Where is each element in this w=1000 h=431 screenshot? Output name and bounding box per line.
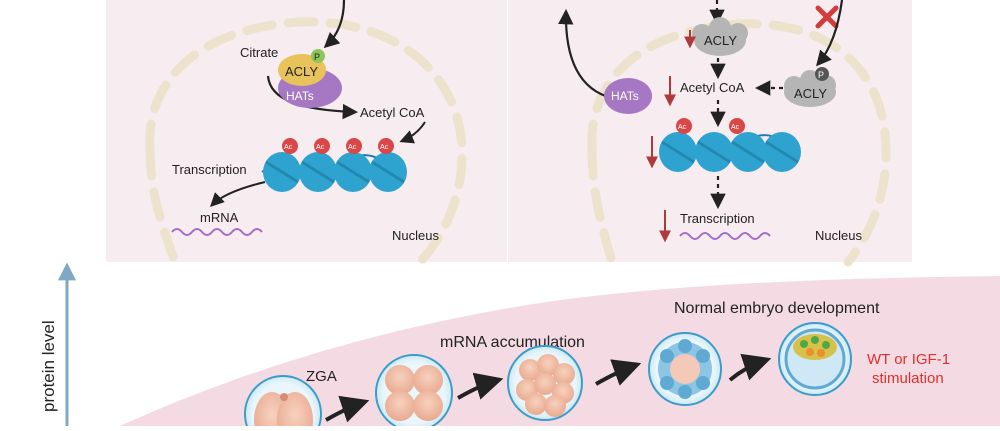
acly-label: ACLY (704, 33, 737, 48)
hats-label: HATs (286, 89, 314, 103)
import-arrow (323, 0, 346, 49)
chromatin: Ac Ac (659, 118, 801, 172)
y-axis-label: protein level (39, 320, 58, 412)
acetyl-mark-label: Ac (284, 144, 293, 151)
nucleus-membrane-lower (587, 145, 617, 267)
acetyl-coa-label: Acetyl CoA (360, 105, 425, 120)
nucleus-label: Nucleus (392, 228, 439, 243)
acetyl-mark (282, 138, 298, 154)
acetyl-mark (676, 118, 692, 134)
timeline: protein level ZGA mRNA accumulation Norm… (39, 262, 1000, 431)
normal-development-label: Normal embryo development (674, 300, 880, 317)
phospho-label: P (314, 52, 320, 62)
embryo-blastocyst (778, 322, 852, 396)
hats-label: HATs (611, 89, 639, 103)
stimulation-label-line2: stimulation (872, 370, 944, 387)
acetyl-mark-label: Ac (316, 144, 325, 151)
stage-arrow (325, 395, 370, 423)
citrate-label: Citrate (240, 45, 278, 60)
acetyl-mark (729, 118, 745, 134)
nucleus-membrane-lower (145, 145, 180, 267)
transcription-label: Transcription (680, 211, 755, 226)
acetyl-mark-label: Ac (731, 124, 740, 131)
right-panel: HATs ACLY Acetyl CoA ACLY P (508, 0, 912, 267)
blocked-x (815, 5, 839, 29)
acetyl-coa-label: Acetyl CoA (680, 80, 745, 95)
mrna-wave (679, 232, 771, 240)
left-panel-bg (106, 0, 507, 262)
acetyl-mark (314, 138, 330, 154)
left-panel: Citrate HATs ACLY P Acetyl CoA Ac Ac Ac … (106, 0, 507, 267)
acetyl-mark-label: Ac (348, 144, 357, 151)
embryo-2-cell (244, 375, 322, 431)
hats-export-arrow (558, 8, 613, 100)
zga-label: ZGA (306, 368, 337, 385)
acly-p-label: ACLY (794, 86, 827, 101)
acetyl-mark (378, 138, 394, 154)
phospho-tag (311, 49, 325, 63)
mrna-accumulation-label: mRNA accumulation (440, 334, 585, 351)
chromatin: Ac Ac Ac Ac (261, 138, 407, 192)
acly-p-import-arrow (815, 0, 844, 67)
nucleus-label: Nucleus (815, 228, 862, 243)
mrna-label: mRNA (200, 210, 239, 225)
acetylation-arrow (399, 121, 426, 144)
phospho-tag (815, 67, 829, 81)
transcription-label: Transcription (172, 162, 247, 177)
acly-cloud (692, 17, 748, 56)
acetyl-mark-label: Ac (678, 124, 687, 131)
acetyl-mark (346, 138, 362, 154)
acly-label: ACLY (285, 64, 318, 79)
nucleus-membrane (145, 17, 467, 267)
mrna-wave (171, 228, 263, 236)
stimulation-label-line1: WT or IGF-1 (867, 351, 950, 368)
hats-enzyme (604, 78, 652, 114)
embryo-8-cell (507, 345, 583, 421)
stage-arrow (595, 359, 642, 386)
embryo-4-cell (375, 354, 453, 431)
phospho-label: P (818, 70, 824, 80)
acetyl-mark-label: Ac (380, 144, 389, 151)
acly-enzyme (278, 54, 326, 86)
acly-p-cloud (784, 70, 836, 107)
embryo-morula (648, 332, 722, 406)
stage-arrow (457, 372, 504, 400)
nucleus-membrane (587, 19, 891, 267)
stage-arrow (728, 353, 772, 382)
transcription-arrow (210, 181, 266, 207)
